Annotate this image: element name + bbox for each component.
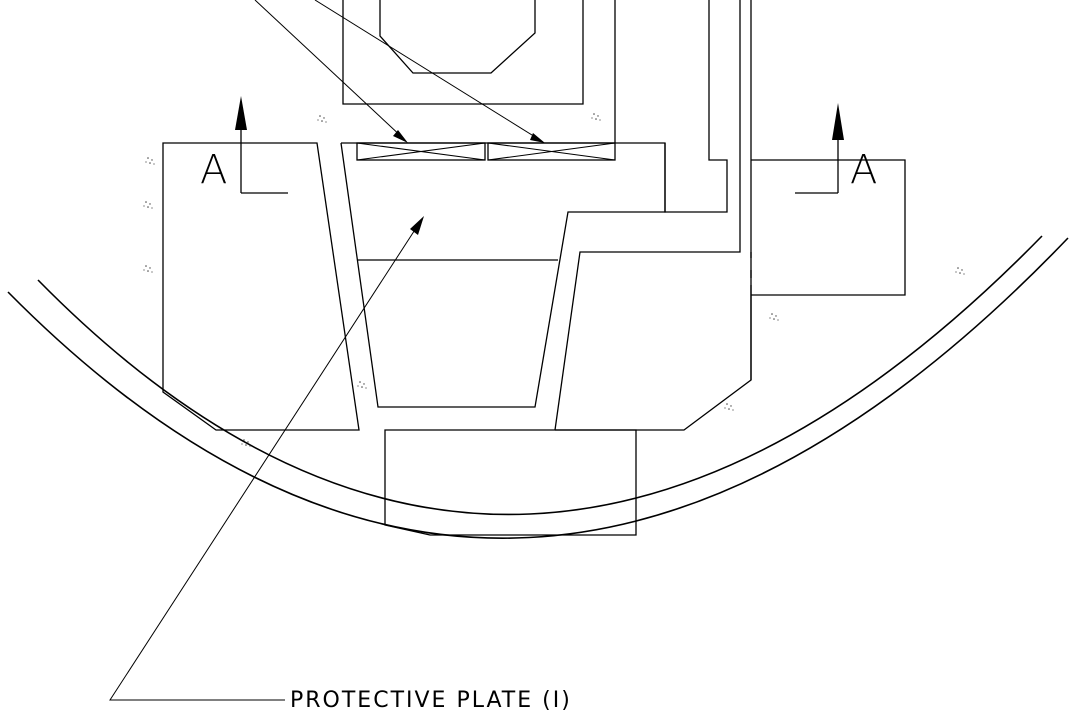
section-arrow-right-icon xyxy=(832,103,844,140)
section-marker-right: A xyxy=(795,103,877,194)
speck xyxy=(145,157,155,165)
speck xyxy=(769,313,779,321)
inner-arc xyxy=(37,235,1043,516)
speck xyxy=(317,115,327,123)
speck xyxy=(241,439,251,447)
speck xyxy=(724,403,734,411)
section-label-left: A xyxy=(200,147,227,193)
top-housing xyxy=(342,0,584,105)
speck-marks xyxy=(143,113,965,447)
top-housing-inner xyxy=(379,0,536,74)
outer-arc xyxy=(7,237,1069,539)
protective-plate-label: PROTECTIVE PLATE (I) xyxy=(290,688,572,713)
speck xyxy=(955,267,965,275)
bottom-block xyxy=(384,429,637,536)
left-block xyxy=(162,142,360,431)
speck xyxy=(143,265,153,273)
vertical-channel xyxy=(554,0,752,431)
central-plate xyxy=(340,142,666,408)
right-lower-block xyxy=(555,252,752,431)
right-side-block xyxy=(751,159,906,296)
shim-pair xyxy=(356,142,616,161)
section-arrow-left-icon xyxy=(235,96,247,130)
section-label-right: A xyxy=(850,147,877,193)
top-housing-outer xyxy=(342,0,584,105)
speck xyxy=(357,381,367,389)
protective-plate-leader xyxy=(109,216,424,701)
shim-leader-lines xyxy=(254,0,545,143)
section-marker-left: A xyxy=(200,96,288,194)
speck xyxy=(591,113,601,121)
circular-boundary xyxy=(7,235,1069,539)
speck xyxy=(143,201,153,209)
